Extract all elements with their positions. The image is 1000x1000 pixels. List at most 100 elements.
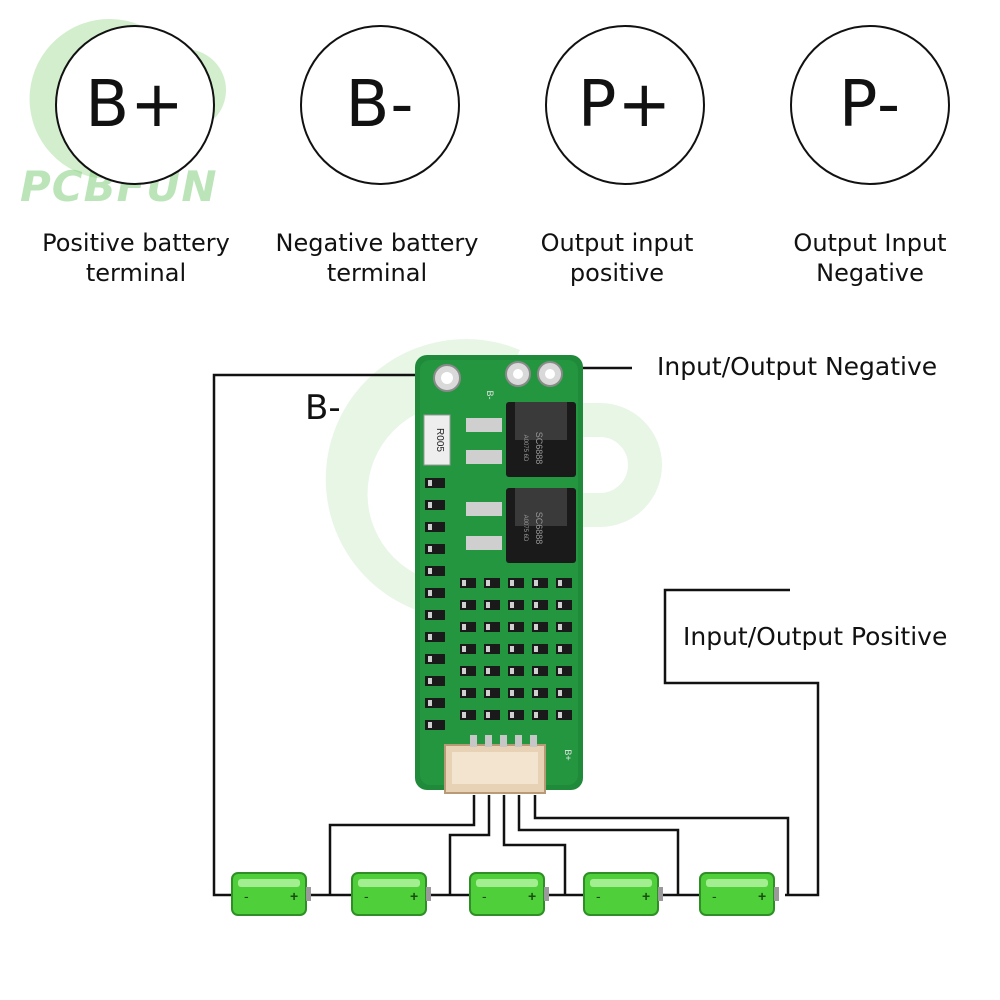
battery-minus-sign: - (244, 888, 249, 904)
balance-wire-5 (533, 795, 790, 895)
smd-part (460, 622, 476, 632)
smd-part (460, 578, 476, 588)
battery-terminal-icon (426, 887, 431, 901)
wiring (212, 366, 820, 897)
wire-output-positive (663, 588, 820, 897)
terminal-p-plus-circle: P+ (545, 25, 705, 185)
smd-part (425, 544, 445, 554)
smd-part (425, 610, 445, 620)
battery-pack: -+-+-+-+-+ (231, 872, 779, 916)
caption-p-minus-line1: Output Input (793, 229, 947, 257)
output-negative-label: Input/Output Negative (657, 352, 938, 381)
balance-wire-1 (328, 795, 476, 895)
battery-terminal-icon (774, 887, 779, 901)
mosfet-2-marking: SC6888 (534, 512, 544, 545)
battery-plus-sign: + (290, 888, 298, 904)
wire-b-minus (212, 373, 427, 897)
balance-wire-4 (517, 795, 680, 895)
caption-p-minus-line2: Negative (816, 259, 924, 287)
bms-board (415, 355, 583, 794)
caption-b-plus-line2: terminal (85, 259, 187, 287)
balance-wire-3 (502, 795, 567, 895)
smd-part (556, 710, 572, 720)
center-watermark-icon (325, 339, 662, 620)
battery-cell: -+ (231, 872, 311, 916)
smd-part (532, 578, 548, 588)
battery-terminal-icon (306, 887, 311, 901)
smd-part (425, 478, 445, 488)
smd-part (556, 622, 572, 632)
shunt-label: R005 (434, 428, 445, 452)
smd-part (508, 710, 524, 720)
smd-part (532, 666, 548, 676)
smd-part (508, 622, 524, 632)
smd-part (556, 644, 572, 654)
smd-part (484, 600, 500, 610)
smd-part (556, 688, 572, 698)
smd-part (425, 500, 445, 510)
silk-b-plus: B+ (563, 749, 573, 760)
smd-part (425, 698, 445, 708)
smd-part (460, 644, 476, 654)
battery-minus-sign: - (712, 888, 717, 904)
smd-part (425, 522, 445, 532)
smd-part (484, 688, 500, 698)
smd-part (532, 600, 548, 610)
mosfet-2-sub: A0075 6D (522, 515, 528, 542)
battery-minus-sign: - (364, 888, 369, 904)
terminal-p-minus-circle: P- (790, 25, 950, 185)
smd-part (425, 566, 445, 576)
caption-b-minus: Negative battery terminal (257, 228, 497, 288)
smd-part (460, 710, 476, 720)
smd-part (532, 688, 548, 698)
smd-part (484, 578, 500, 588)
b-minus-label: B- (305, 388, 341, 428)
battery-minus-sign: - (482, 888, 487, 904)
mosfet-1-sub: A0075 6D (522, 435, 528, 462)
caption-p-plus: Output input positive (497, 228, 737, 288)
battery-minus-sign: - (596, 888, 601, 904)
smd-part (508, 600, 524, 610)
battery-plus-sign: + (642, 888, 650, 904)
caption-p-plus-line2: positive (569, 259, 665, 287)
caption-b-plus: Positive battery terminal (16, 228, 256, 288)
smd-part (556, 600, 572, 610)
caption-b-minus-line1: Negative battery (275, 229, 479, 257)
smd-part (508, 644, 524, 654)
caption-b-minus-line2: terminal (326, 259, 428, 287)
smd-part (484, 666, 500, 676)
mosfet-1-marking: SC6888 (534, 432, 544, 465)
smd-part (556, 666, 572, 676)
output-positive-label: Input/Output Positive (683, 622, 948, 651)
smd-part (460, 600, 476, 610)
smd-part (532, 644, 548, 654)
smd-part (460, 666, 476, 676)
smd-part (484, 710, 500, 720)
battery-plus-sign: + (758, 888, 766, 904)
smd-part (508, 688, 524, 698)
battery-cell: -+ (699, 872, 779, 916)
smd-part (425, 632, 445, 642)
balance-wire-2 (448, 795, 491, 895)
battery-cell: -+ (583, 872, 663, 916)
battery-terminal-icon (658, 887, 663, 901)
caption-p-plus-line1: Output input (540, 229, 694, 257)
smd-components (425, 478, 572, 730)
smd-part (460, 688, 476, 698)
battery-cell: -+ (469, 872, 549, 916)
shunt-resistor (423, 414, 451, 466)
smd-part (425, 654, 445, 664)
smd-part (508, 666, 524, 676)
terminal-b-minus-circle: B- (300, 25, 460, 185)
smd-part (425, 720, 445, 730)
smd-part (532, 710, 548, 720)
smd-part (425, 588, 445, 598)
battery-terminal-icon (544, 887, 549, 901)
smd-part (484, 622, 500, 632)
smd-part (556, 578, 572, 588)
smd-part (532, 622, 548, 632)
battery-plus-sign: + (528, 888, 536, 904)
battery-cell: -+ (351, 872, 431, 916)
smd-part (425, 676, 445, 686)
